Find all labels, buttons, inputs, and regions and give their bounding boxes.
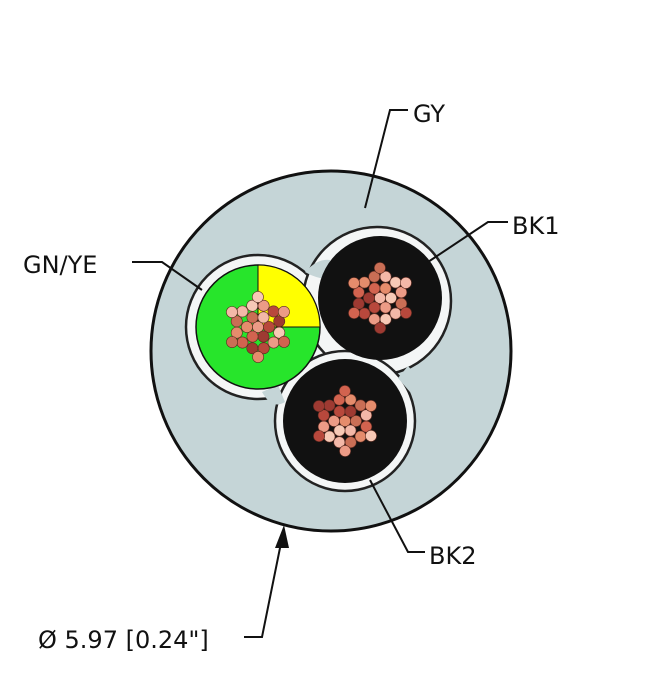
core-gn-ye (195, 264, 321, 390)
strand (257, 311, 270, 324)
label-bk2: BK2 (429, 542, 476, 570)
strand (354, 399, 367, 412)
strand (333, 424, 346, 437)
strand (365, 430, 377, 442)
strand (257, 299, 270, 312)
strand (368, 282, 381, 295)
conductor-strands-bk1 (348, 262, 412, 334)
strand (344, 405, 357, 418)
strand (365, 400, 377, 412)
strand (368, 301, 381, 314)
strand (278, 306, 290, 318)
strand (360, 409, 373, 422)
strand (358, 276, 371, 289)
strand (333, 436, 346, 449)
strand (333, 405, 346, 418)
strand (373, 262, 386, 274)
strand (344, 393, 357, 406)
strand (350, 415, 362, 427)
leader-gy (364, 109, 408, 209)
strand (389, 276, 402, 289)
conductor-strands-gnye (226, 291, 290, 363)
strand (317, 409, 330, 422)
strand (313, 400, 325, 412)
strand (323, 430, 336, 443)
strand (374, 322, 387, 334)
strand (236, 305, 249, 318)
leader-lines (132, 109, 508, 638)
strand (246, 330, 259, 343)
strand (252, 351, 265, 363)
label-diameter: Ø 5.97 [0.24"] (38, 626, 209, 654)
strand (385, 292, 397, 304)
strand (338, 385, 351, 397)
strand (344, 424, 357, 437)
strand (236, 336, 249, 349)
strand (354, 430, 367, 443)
strand (313, 430, 325, 442)
conductor-strands-bk2 (313, 385, 377, 457)
label-gn-ye: GN/YE (23, 251, 97, 279)
strand (226, 306, 238, 318)
strand (263, 321, 275, 333)
strand (267, 305, 280, 318)
strand (251, 291, 264, 303)
strand (379, 301, 392, 314)
strand (328, 415, 340, 427)
strand (226, 336, 238, 348)
strand (379, 270, 392, 283)
core-bk2 (283, 359, 407, 483)
strand (358, 307, 371, 320)
label-gy: GY (413, 100, 445, 128)
strand (323, 399, 336, 412)
strand (246, 342, 259, 355)
strand (348, 307, 360, 319)
label-bk1: BK1 (512, 212, 559, 240)
strand (267, 336, 280, 349)
strand (348, 277, 360, 289)
strand (400, 277, 412, 289)
strand (273, 315, 286, 328)
strand (368, 313, 381, 326)
strand (278, 336, 290, 348)
leader-gnye (132, 261, 203, 291)
strand (379, 282, 392, 295)
leader-bk2 (369, 479, 425, 553)
strand (395, 286, 408, 299)
leader-diameter (244, 537, 283, 638)
strand (230, 315, 243, 328)
strand (246, 311, 259, 324)
strand (352, 286, 365, 299)
leader-bk1 (427, 221, 508, 263)
strand (389, 307, 402, 320)
strand (363, 292, 375, 304)
strand (400, 307, 412, 319)
strand (339, 445, 352, 457)
core-bk1 (318, 236, 442, 360)
strand (257, 330, 270, 343)
strand (241, 321, 253, 333)
diameter-arrowhead (275, 525, 289, 548)
